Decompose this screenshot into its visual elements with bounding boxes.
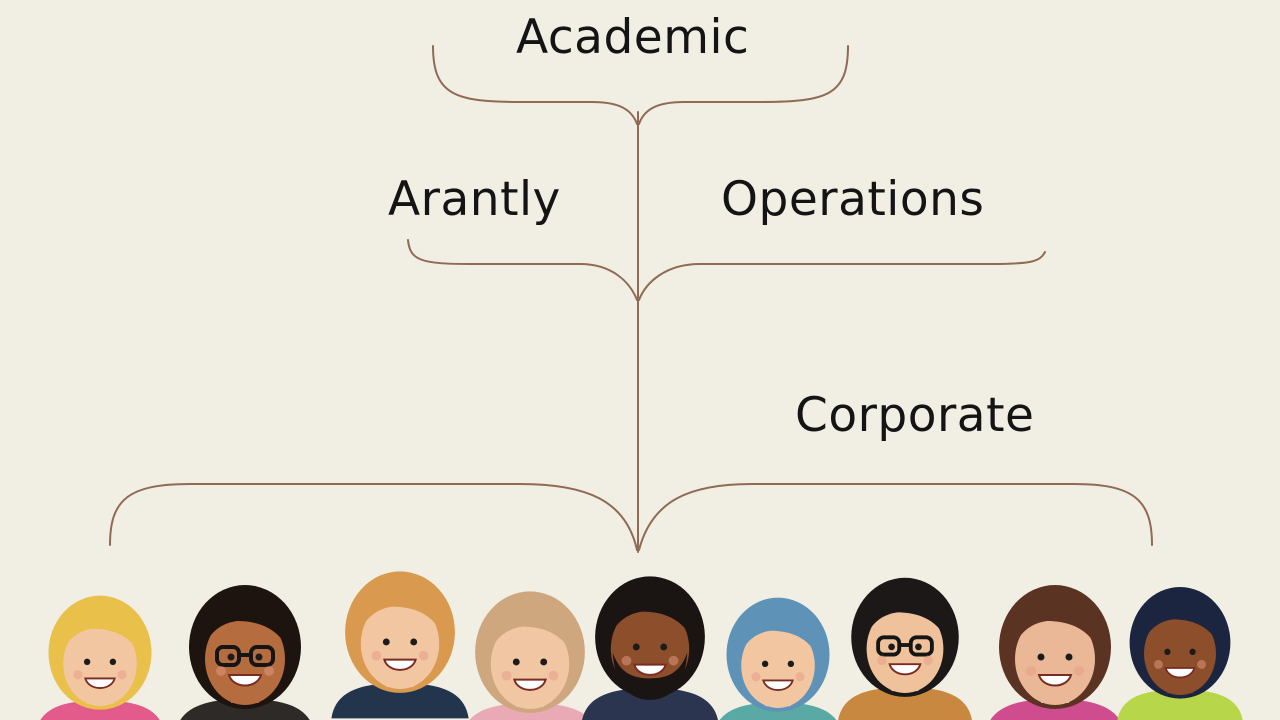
avatar-icon (331, 571, 469, 719)
middle-bracket-left (407, 239, 638, 301)
person-glasses-man (838, 577, 972, 720)
node-academic: Academic (516, 10, 750, 65)
avatar-icon (838, 577, 972, 720)
person-curly-glasses-woman (180, 585, 310, 720)
node-corporate: Corporate (795, 388, 1035, 443)
avatar-icon (1117, 587, 1243, 720)
bottom-bracket-right (638, 483, 1153, 551)
person-brunette-woman (990, 585, 1120, 720)
academic-bracket-left (432, 45, 638, 125)
person-ginger-man (331, 571, 469, 719)
avatar-icon (582, 576, 718, 720)
avatar-icon (719, 597, 837, 720)
node-operations: Operations (721, 172, 985, 227)
node-arantly: Arantly (388, 172, 561, 227)
middle-bracket-right (638, 251, 1046, 301)
person-blonde-woman (40, 595, 160, 720)
academic-bracket-right (638, 45, 849, 125)
person-curly-man (1117, 587, 1243, 720)
avatar-icon (990, 585, 1120, 720)
avatar-icon (180, 585, 310, 720)
person-sandy-hair-woman (469, 591, 591, 720)
bottom-bracket-left (109, 483, 638, 551)
avatar-icon (40, 595, 160, 720)
person-bearded-man (582, 576, 718, 720)
people-row (40, 571, 1243, 720)
person-blue-hair-woman (719, 597, 837, 720)
avatar-icon (469, 591, 591, 720)
